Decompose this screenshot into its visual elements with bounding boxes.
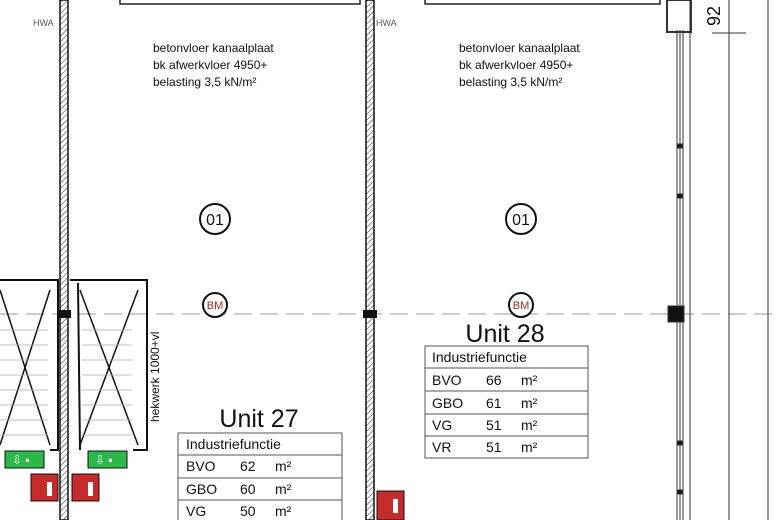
table-row: VG 50 m² xyxy=(186,503,292,519)
wall-middle xyxy=(365,0,375,520)
svg-text:betonvloer kanaalplaat: betonvloer kanaalplaat xyxy=(153,41,274,55)
svg-text:BM: BM xyxy=(513,300,530,312)
stair-right xyxy=(70,279,148,451)
svg-text:BM: BM xyxy=(207,300,224,312)
svg-text:m²: m² xyxy=(521,395,538,411)
table-row: GBO 61 m² xyxy=(432,395,538,411)
room-tag: 01 xyxy=(199,203,231,235)
unit-title: Unit 28 xyxy=(465,320,544,348)
svg-text:60: 60 xyxy=(240,481,256,497)
svg-text:betonvloer kanaalplaat: betonvloer kanaalplaat xyxy=(459,41,580,55)
svg-text:bk afwerkvloer 4950+: bk afwerkvloer 4950+ xyxy=(153,58,267,72)
svg-text:51: 51 xyxy=(486,439,502,455)
svg-text:61: 61 xyxy=(486,395,502,411)
bm-tag: BM xyxy=(508,292,534,318)
exit-sign-icon: ⇩ ▪ xyxy=(4,450,45,469)
svg-text:BVO: BVO xyxy=(186,458,216,474)
fire-extinguisher-icon xyxy=(376,490,405,520)
svg-text:62: 62 xyxy=(240,458,256,474)
svg-text:m²: m² xyxy=(521,439,538,455)
svg-text:m²: m² xyxy=(521,417,538,433)
wall-left xyxy=(59,0,69,520)
exit-sign-icon: ⇩ ▪ xyxy=(87,450,128,469)
svg-text:belasting 3,5 kN/m²: belasting 3,5 kN/m² xyxy=(153,75,256,89)
svg-text:⇩ ▪: ⇩ ▪ xyxy=(12,453,30,467)
unit-title: Unit 27 xyxy=(219,405,298,433)
table-header: Industriefunctie xyxy=(432,349,527,365)
table-row: VR 51 m² xyxy=(432,439,538,455)
floor-note: betonvloer kanaalplaat bk afwerkvloer 49… xyxy=(153,41,274,89)
column-middle xyxy=(363,310,377,318)
area-table xyxy=(424,345,589,459)
room-tag: 01 xyxy=(505,203,537,235)
top-beams xyxy=(119,0,661,5)
svg-text:51: 51 xyxy=(486,417,502,433)
svg-text:belasting 3,5 kN/m²: belasting 3,5 kN/m² xyxy=(459,75,562,89)
svg-text:m²: m² xyxy=(275,481,292,497)
dimension-label: 92 xyxy=(704,6,724,26)
table-row: BVO 66 m² xyxy=(432,372,538,388)
table-row: VG 51 m² xyxy=(432,417,538,433)
bm-tag: BM xyxy=(202,292,228,318)
svg-text:m²: m² xyxy=(521,372,538,388)
area-table xyxy=(177,432,343,520)
fire-extinguisher-icon xyxy=(30,473,59,502)
svg-text:01: 01 xyxy=(512,212,530,229)
svg-text:GBO: GBO xyxy=(432,395,463,411)
svg-text:bk afwerkvloer 4950+: bk afwerkvloer 4950+ xyxy=(459,58,573,72)
svg-text:50: 50 xyxy=(240,503,256,519)
svg-text:VR: VR xyxy=(432,439,451,455)
fire-extinguisher-icon xyxy=(71,473,100,502)
svg-text:BVO: BVO xyxy=(432,372,462,388)
railing-label: hekwerk 1000+vl xyxy=(148,332,162,422)
svg-text:m²: m² xyxy=(275,458,292,474)
hwa-label: HWA xyxy=(33,18,54,28)
stair-left xyxy=(0,279,59,451)
svg-text:01: 01 xyxy=(206,212,224,229)
table-header: Industriefunctie xyxy=(186,436,281,452)
floor-note: betonvloer kanaalplaat bk afwerkvloer 49… xyxy=(459,41,580,89)
svg-text:66: 66 xyxy=(486,372,502,388)
table-row: GBO 60 m² xyxy=(186,481,292,497)
facade xyxy=(666,0,769,520)
svg-text:⇩ ▪: ⇩ ▪ xyxy=(95,453,113,467)
svg-text:m²: m² xyxy=(275,503,292,519)
svg-text:VG: VG xyxy=(186,503,206,519)
svg-text:VG: VG xyxy=(432,417,452,433)
table-row: BVO 62 m² xyxy=(186,458,292,474)
svg-text:GBO: GBO xyxy=(186,481,217,497)
column-left xyxy=(57,310,71,318)
hwa-label: HWA xyxy=(376,18,397,28)
